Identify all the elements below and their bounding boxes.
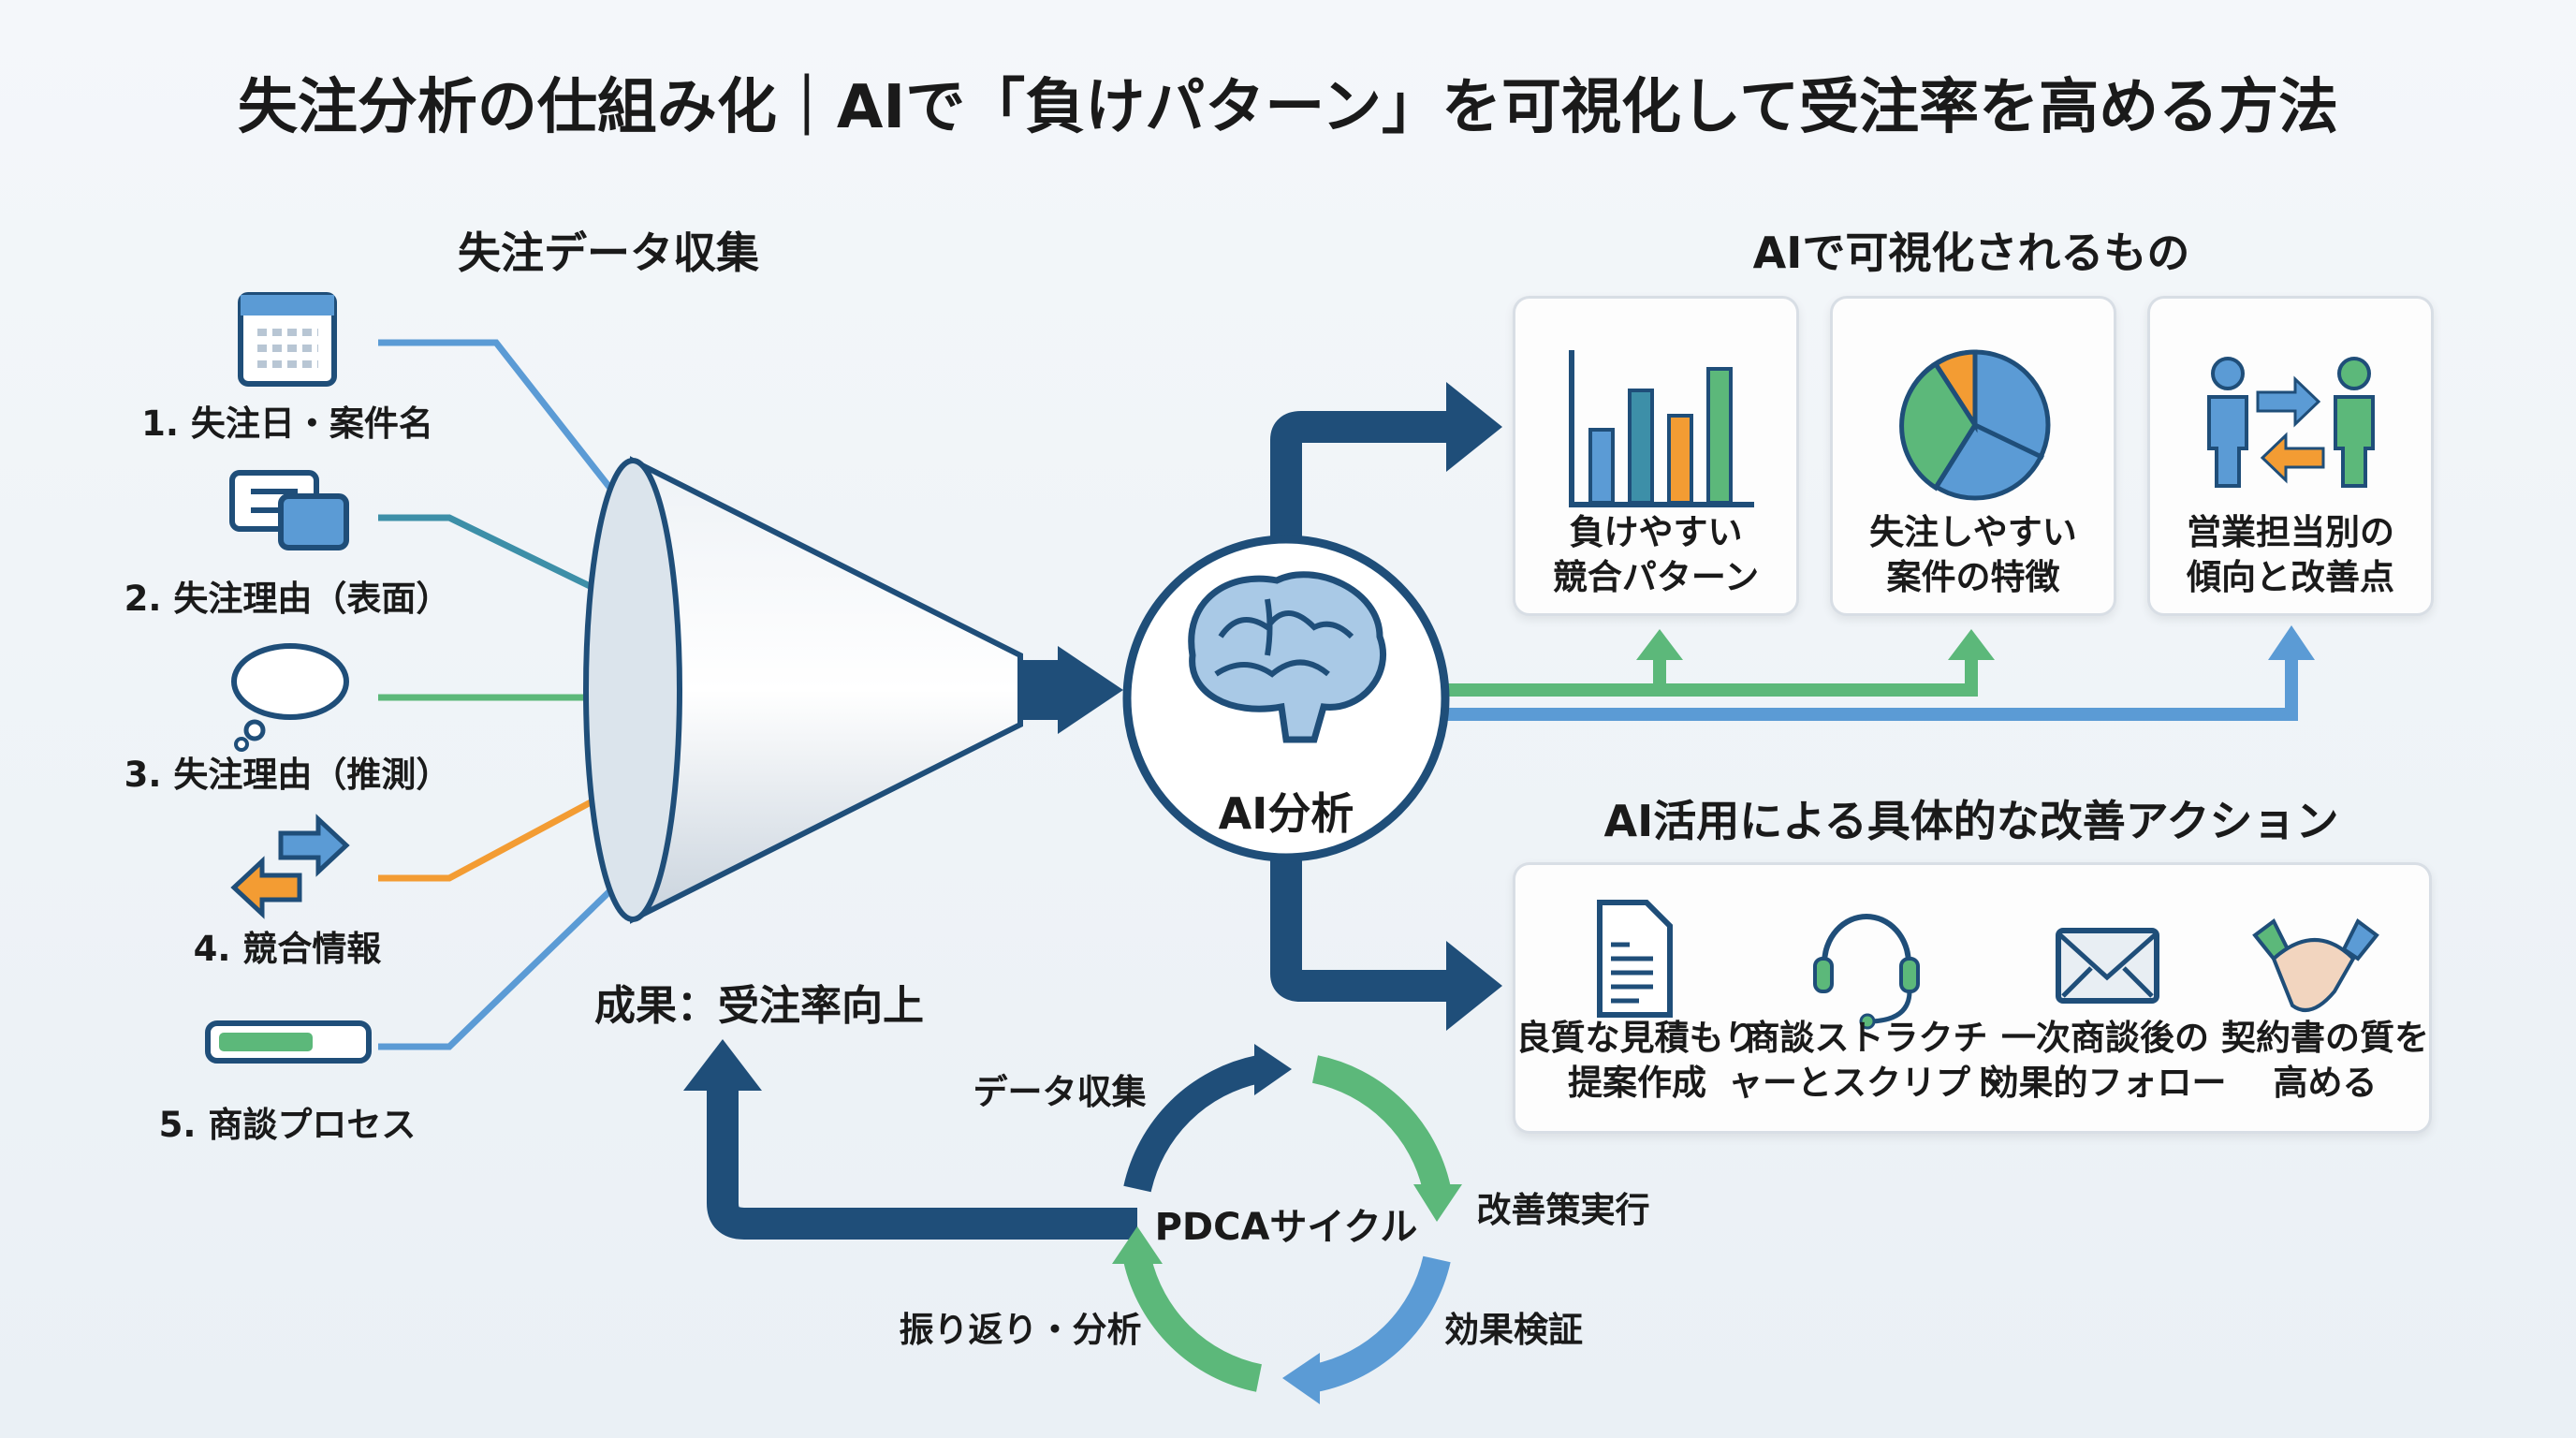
pie-chart-icon [1899,349,2051,501]
brain-icon [1188,571,1387,743]
input-label-5: 5. 商談プロセス [158,1105,417,1145]
output-lines [1442,655,2298,721]
visualized-heading: AIで可視化されるもの [1752,227,2190,278]
pdca-step-act: 振り返り・分析 [899,1310,1142,1350]
input-arrows [378,339,658,1050]
pdca-cycle-arrows [1123,1055,1451,1392]
action-line1: 良質な見積もり [1515,1018,1759,1058]
ai-branch-arrows [1270,411,1460,1002]
calendar-icon [238,292,337,387]
chat-icon [229,470,349,550]
card-line2: 案件の特徴 [1886,557,2060,597]
card-loss-features: 失注しやすい 案件の特徴 [1830,296,2116,616]
action-icons [1597,900,2379,1030]
card-loss-pattern: 負けやすい 競合パターン [1513,296,1799,616]
mail-icon [2056,928,2159,1004]
ai-analysis-label: AI分析 [1218,788,1354,839]
action-line1: 一次商談後の [2001,1018,2209,1058]
card-line2: 傾向と改善点 [2187,557,2394,597]
headset-icon [1813,914,1920,1030]
input-label-1: 1. 失注日・案件名 [141,404,433,444]
progress-bar-icon [205,1020,372,1064]
data-collection-heading: 失注データ収集 [458,227,759,278]
pdca-center-label: PDCAサイクル [1154,1206,1418,1249]
exchange-arrows-icon [230,814,350,919]
pdca-step-check: 効果検証 [1444,1310,1583,1350]
document-icon [1597,900,1673,1018]
input-label-2: 2. 失注理由（表面） [124,579,451,619]
funnel [583,456,1123,924]
thought-cloud-icon [231,643,349,752]
action-line2: 提案作成 [1568,1063,1706,1103]
card-line2: 競合パターン [1552,557,1760,597]
result-label: 成果：受注率向上 [594,982,924,1030]
action-line2: 高める [2273,1063,2378,1103]
input-label-4: 4. 競合情報 [193,929,382,969]
people-exchange-icon [2207,357,2375,488]
action-line2: 効果的フォロー [1983,1063,2227,1103]
handshake-icon [2252,917,2379,1012]
actions-heading: AI活用による具体的な改善アクション [1603,796,2339,846]
card-line1: 負けやすい [1569,512,1743,552]
action-line1: 商談ストラクチ [1745,1018,1988,1058]
return-arrow [707,1086,1137,1240]
pdca-step-plan: データ収集 [973,1072,1147,1112]
action-line2: ャーとスクリプト [1728,1063,2005,1103]
actions-card: 良質な見積もり 提案作成 商談ストラクチ ャーとスクリプト 一次商談後の 効果的… [1513,862,2432,1134]
card-line1: 失注しやすい [1869,512,2077,552]
bar-chart-icon [1569,350,1754,507]
action-line1: 契約書の質を [2221,1018,2429,1058]
input-label-3: 3. 失注理由（推測） [124,755,451,795]
page-title: 失注分析の仕組み化｜AIで「負けパターン」を可視化して受注率を高める方法 [237,73,2339,142]
card-rep-trends: 営業担当別の 傾向と改善点 [2147,296,2434,616]
card-line1: 営業担当別の [2187,512,2394,552]
pdca-step-do: 改善策実行 [1476,1190,1650,1230]
